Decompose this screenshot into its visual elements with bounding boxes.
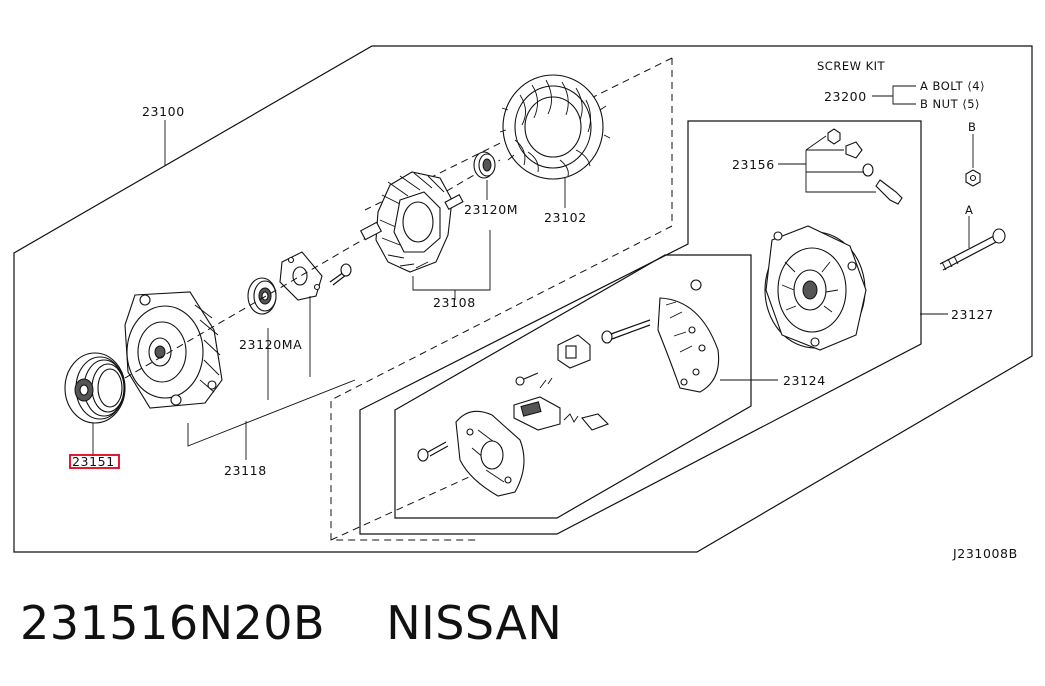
- bolt-part: [939, 228, 1006, 271]
- pulley-highlight-box: [69, 454, 120, 469]
- rectifier-screw-part: [417, 441, 449, 462]
- screw-kit-title: SCREW KIT: [817, 59, 886, 73]
- label-stator: 23102: [544, 210, 587, 225]
- rotor-part: [359, 171, 464, 273]
- screw-kit-item-bolt: A BOLT ⟨4⟩: [920, 79, 985, 93]
- caption-part-number: 231516N20B: [20, 596, 326, 650]
- regulator-frame: [394, 254, 752, 519]
- rear-frame: [359, 120, 922, 535]
- outer-frame: [13, 45, 1033, 553]
- rear-bearing-part: [473, 151, 496, 179]
- plate-screw-part: [329, 263, 352, 286]
- label-front-cover: 23118: [224, 463, 267, 478]
- label-rear-cover: 23127: [951, 307, 994, 322]
- callout-nut: B: [968, 120, 976, 134]
- label-rotor: 23108: [433, 295, 476, 310]
- regulator-bolt-part: [601, 319, 651, 344]
- front-bearing-part: [247, 277, 277, 315]
- rectifier-plate-part: [455, 410, 525, 497]
- connector-part: [557, 334, 591, 369]
- rear-cover-part: [764, 225, 867, 351]
- caption-brand: NISSAN: [386, 596, 563, 650]
- label-front-bearing: 23120MA: [239, 337, 302, 352]
- diagram-reference-code: J231008B: [952, 546, 1018, 561]
- brush-holder-part: [513, 372, 609, 431]
- label-terminal-set: 23156: [732, 157, 775, 172]
- label-assembly: 23100: [142, 104, 185, 119]
- alternator-exploded-diagram: 23151 23118 23120MA: [13, 45, 1033, 561]
- label-screw-kit: 23200: [824, 89, 867, 104]
- callout-bolt: A: [965, 203, 973, 217]
- screw-kit-item-nut: B NUT ⟨5⟩: [920, 97, 980, 111]
- diode-plate-part: [657, 279, 720, 393]
- stator-part: [499, 74, 611, 180]
- part-caption: 231516N20B NISSAN: [20, 596, 562, 650]
- dashed-frame: [330, 58, 673, 541]
- label-pulley: 23151: [72, 454, 115, 469]
- label-rear-bearing: 23120M: [464, 202, 518, 217]
- retainer-plate-part: [279, 251, 323, 301]
- pulley-part: [64, 352, 126, 424]
- nut-part: [965, 169, 981, 187]
- label-regulator: 23124: [783, 373, 826, 388]
- terminal-set-part: [827, 128, 903, 205]
- front-cover-part: [124, 291, 223, 409]
